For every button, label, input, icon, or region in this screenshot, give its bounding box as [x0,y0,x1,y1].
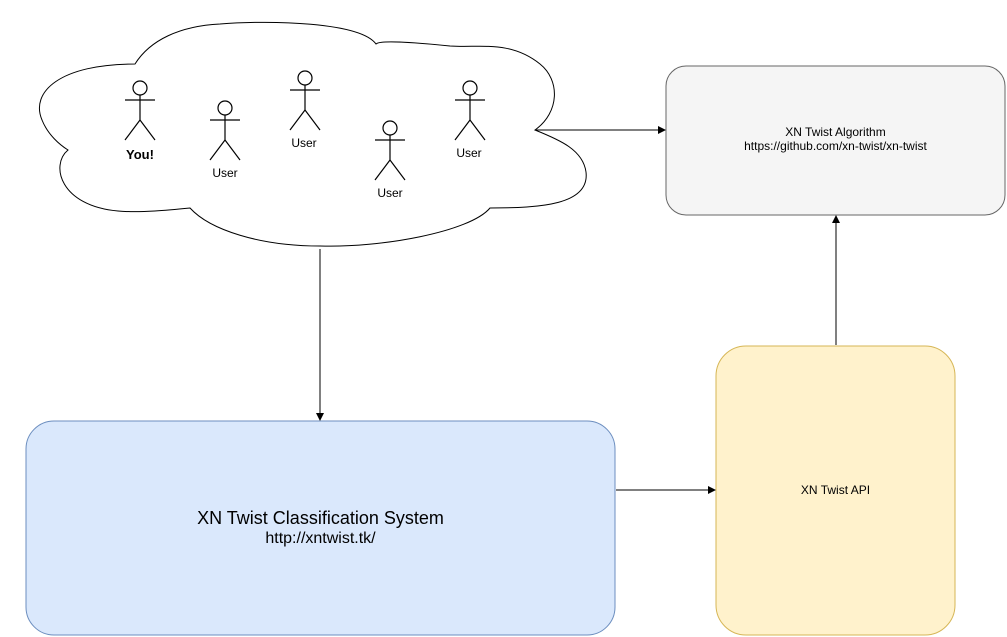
api-box[interactable] [715,345,956,636]
classification-url[interactable]: http://xntwist.tk/ [265,530,376,547]
actor-user-4 [454,80,486,141]
users-cloud[interactable] [38,21,587,247]
actor-label-user: User [377,186,403,200]
actor-user-2 [289,70,321,131]
algorithm-title: XN Twist Algorithm [785,125,886,139]
actor-label-user: User [291,136,317,150]
actor-you [124,80,156,141]
actor-user-3 [374,120,406,181]
api-title: XN Twist API [800,483,871,497]
actor-label-you: You! [126,147,154,162]
classification-box[interactable] [25,420,616,636]
actor-user-1 [209,100,241,161]
classification-title: XN Twist Classification System [197,508,444,528]
algorithm-url[interactable]: https://github.com/xn-twist/xn-twist [744,139,927,153]
actor-label-user: User [212,166,238,180]
actor-label-user: User [456,146,482,160]
